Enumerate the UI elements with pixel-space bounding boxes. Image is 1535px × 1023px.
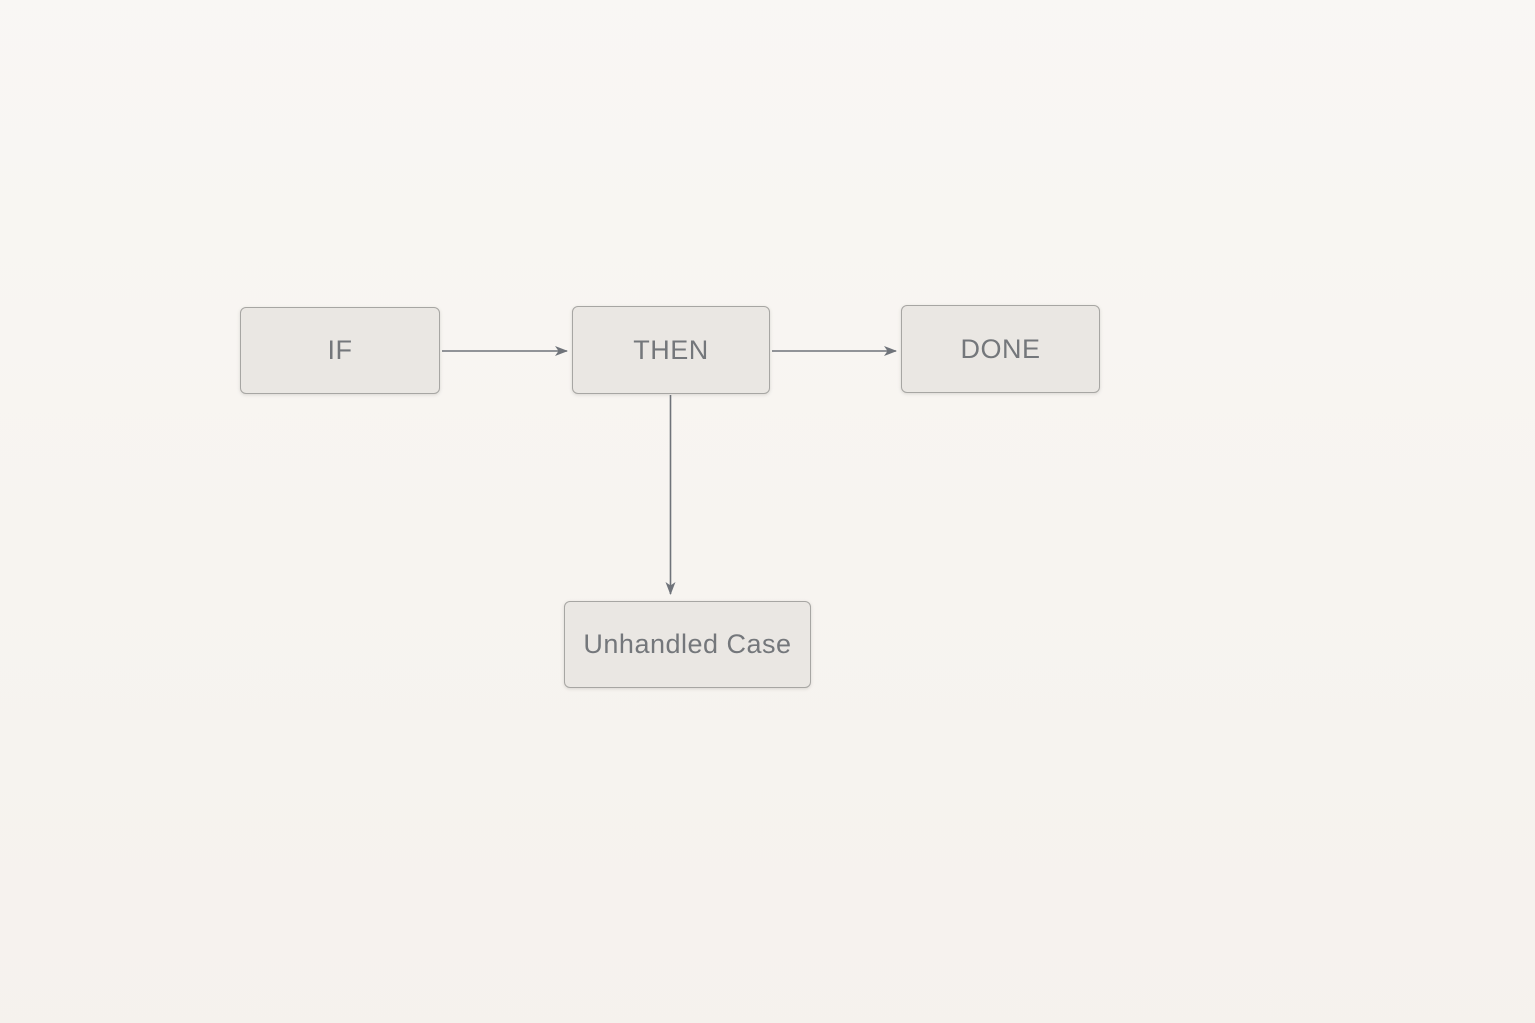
node-if-label: IF [327, 335, 353, 365]
node-then[interactable]: THEN [572, 306, 770, 394]
node-done[interactable]: DONE [901, 305, 1100, 393]
node-done-label: DONE [960, 333, 1041, 364]
node-unhandled-case-label: Unhandled Case [583, 629, 792, 659]
node-then-label: THEN [633, 334, 709, 365]
node-if[interactable]: IF [240, 307, 440, 394]
node-unhandled-case[interactable]: Unhandled Case [564, 601, 811, 688]
